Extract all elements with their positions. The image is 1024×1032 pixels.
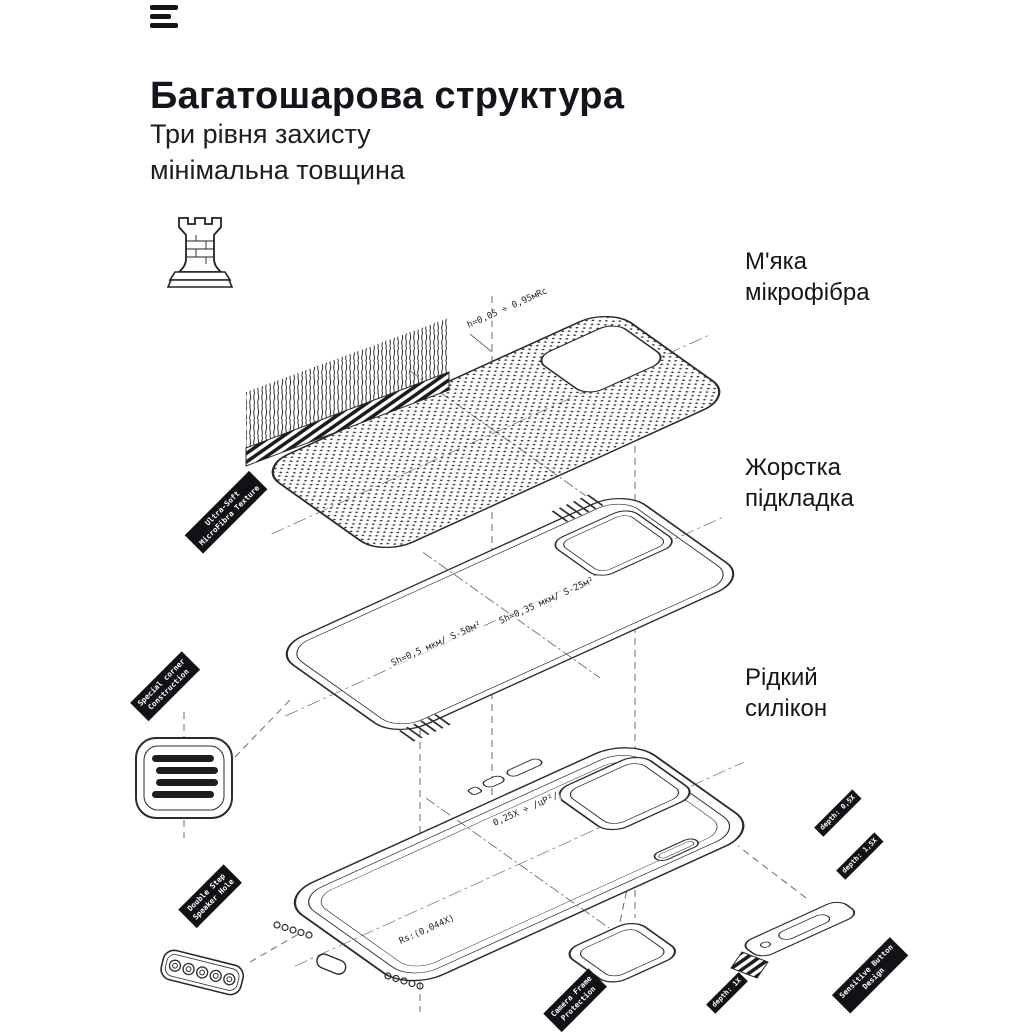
fur-texture: [245, 318, 450, 467]
label-soft-microfiber: М'яка мікрофібра: [745, 248, 870, 307]
button-detail: [744, 901, 856, 957]
camera-cutout-top: [540, 325, 662, 393]
center-axes: [271, 333, 712, 535]
speaker-holes: [273, 921, 424, 990]
section-hatch: [730, 951, 769, 979]
menu-bar: [150, 23, 178, 28]
speaker-detail: [160, 949, 245, 996]
side-button-cutouts: [467, 758, 543, 795]
menu-bar: [150, 5, 178, 10]
port-cutout: [316, 953, 347, 975]
label-liquid-silicone: Рідкий силікон: [745, 664, 828, 723]
page-subtitle: Три рівня захисту мінімальна товщина: [150, 119, 405, 186]
silicone-layer-drawing: [293, 747, 745, 982]
menu-bar: [150, 14, 171, 19]
page-title: Багатошарова структура: [150, 75, 625, 118]
label-hard-lining: Жорстка підкладка: [745, 454, 854, 513]
corner-detail: [135, 737, 233, 819]
tower-icon: [166, 217, 234, 288]
camera-frame-detail: [568, 923, 676, 983]
flex-ribs: [398, 494, 604, 742]
power-button-cutout: [653, 838, 699, 861]
menu-icon[interactable]: [150, 5, 178, 28]
camera-cutout-middle: [554, 510, 673, 576]
camera-frame: [558, 756, 691, 831]
